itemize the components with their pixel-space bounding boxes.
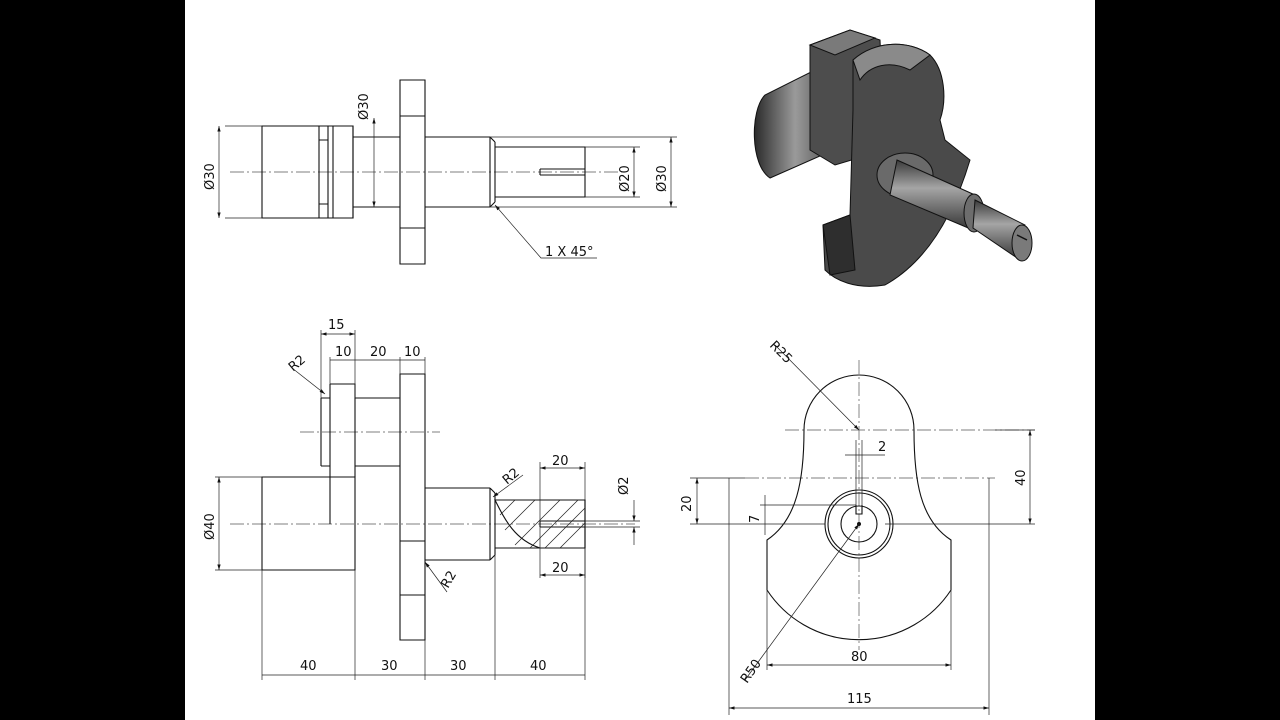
r25-leader	[774, 344, 860, 431]
r2-fillet-leader	[492, 474, 524, 498]
dim-d20: Ø20	[618, 165, 633, 192]
r50-leader	[744, 523, 860, 681]
front-shaft	[495, 146, 586, 198]
side-flange-lines	[400, 540, 425, 596]
dim-b40a: 40	[300, 659, 317, 674]
isometric-view	[753, 29, 1033, 287]
dim-r2-fillet: R2	[500, 465, 523, 488]
technical-drawing: Ø30 Ø30 Ø20 Ø30 1 X 45°	[203, 29, 1035, 715]
dim-chamfer: 1 X 45°	[545, 245, 593, 260]
dim-10a: 10	[335, 345, 352, 360]
iso-shaft-end	[1011, 224, 1033, 262]
side-chamfer	[489, 487, 496, 561]
chamfer-leader	[494, 204, 597, 259]
dim-d30-step: Ø30	[655, 165, 670, 192]
side-section-outline	[494, 499, 586, 549]
iso-keyway	[1016, 234, 1028, 241]
dim-20: 20	[370, 345, 387, 360]
dim-d30-neck: Ø30	[357, 93, 372, 120]
front-flange	[399, 79, 426, 265]
iso-web-back-top	[808, 29, 877, 56]
dim-h7: 7	[748, 515, 763, 523]
dim-b40b: 40	[530, 659, 547, 674]
dim-r2-top: R2	[286, 352, 309, 375]
side-hub	[261, 476, 356, 571]
iso-disc-rim	[852, 43, 931, 82]
r2-top-leader	[291, 367, 326, 395]
r2-bottom-leader	[424, 561, 448, 593]
dim-h40: 40	[1014, 469, 1029, 486]
front-step	[425, 136, 491, 208]
dim-w115: 115	[847, 692, 872, 707]
dim-10b: 10	[404, 345, 421, 360]
side-step	[425, 487, 491, 561]
front-hub-groove	[318, 126, 329, 218]
profile-outline	[766, 374, 952, 641]
iso-disc-edge	[822, 214, 856, 276]
dim-d30-left: Ø30	[203, 163, 218, 190]
dim-w80: 80	[851, 650, 868, 665]
side-web-neck	[355, 397, 400, 467]
front-chamfer	[489, 136, 496, 208]
front-neck	[353, 136, 400, 208]
dim-h20: 20	[680, 495, 695, 512]
dim-15: 15	[328, 318, 345, 333]
side-hatch	[499, 499, 586, 549]
front-flange-lines	[400, 115, 425, 229]
profile-keyslot	[855, 505, 863, 515]
dim-r50: R50	[738, 657, 765, 687]
front-keyway	[539, 168, 585, 176]
dim-r2-bottom: R2	[438, 569, 460, 591]
dim-r25: R25	[766, 338, 795, 367]
profile-bore	[840, 505, 878, 543]
dim-key2: 2	[878, 440, 886, 455]
dim-b30a: 30	[381, 659, 398, 674]
profile-view: R25 2 20 7 40 R50 80 115	[680, 338, 1035, 715]
dim-key-bottom: 20	[552, 561, 569, 576]
dim-b30b: 30	[450, 659, 467, 674]
front-web	[332, 125, 354, 219]
drawing-sheet: Ø30 Ø30 Ø20 Ø30 1 X 45°	[185, 0, 1095, 720]
dim-d40: Ø40	[203, 513, 218, 540]
front-view: Ø30 Ø30 Ø20 Ø30 1 X 45°	[203, 79, 677, 265]
side-flange	[399, 373, 426, 641]
side-web	[320, 383, 356, 524]
side-keyway	[539, 520, 585, 528]
dim-key-top: 20	[552, 454, 569, 469]
side-view: 15 10 20 10 R2 R2 R2 Ø40 20 20 Ø2	[203, 318, 640, 680]
dim-d2: Ø2	[617, 476, 632, 495]
